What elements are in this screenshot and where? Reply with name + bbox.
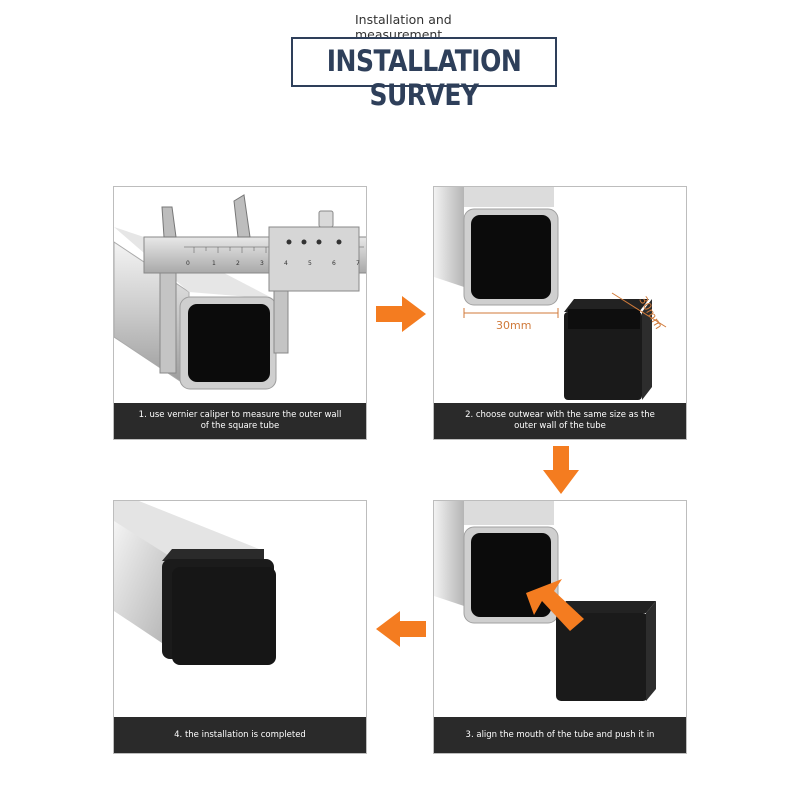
push-arrow-icon xyxy=(526,579,584,631)
arrow-down-icon xyxy=(543,446,579,494)
width-dimension-label: 30mm xyxy=(496,319,531,332)
step-4-panel: 4. the installation is completed xyxy=(113,500,367,754)
arrow-right-icon xyxy=(376,296,426,332)
page-title: INSTALLATION SURVEY xyxy=(326,43,522,113)
arrow-left-icon xyxy=(376,611,426,647)
step-1-caption-bar: 1. use vernier caliper to measure the ou… xyxy=(114,403,366,439)
step-2-caption: 2. choose outwear with the same size as … xyxy=(465,410,655,431)
step-3-caption: 3. align the mouth of the tube and push … xyxy=(465,729,655,740)
caliper-tick-6: 6 xyxy=(332,260,336,267)
caliper-tick-1: 1 xyxy=(212,260,216,267)
step-2-caption-bar: 2. choose outwear with the same size as … xyxy=(434,403,686,439)
step-4-caption-bar: 4. the installation is completed xyxy=(114,717,366,753)
step-3-panel: 3. align the mouth of the tube and push … xyxy=(433,500,687,754)
caliper-tick-3: 3 xyxy=(260,260,264,267)
push-cap-illustration xyxy=(434,501,656,701)
caliper-measure-illustration: 0 1 2 3 4 5 6 7 xyxy=(114,194,366,390)
caliper-tick-0: 0 xyxy=(186,260,190,267)
caliper-tick-4: 4 xyxy=(284,260,288,267)
step-4-caption: 4. the installation is completed xyxy=(174,729,306,740)
caliper-tick-5: 5 xyxy=(308,260,312,267)
step-1-caption: 1. use vernier caliper to measure the ou… xyxy=(138,410,342,431)
title-box: INSTALLATION SURVEY xyxy=(291,37,557,112)
step-2-panel: 30mm 30mm 2. choose outwear with the sam… xyxy=(433,186,687,440)
installed-cap-illustration xyxy=(114,501,276,665)
caliper-tick-2: 2 xyxy=(236,260,240,267)
step-3-caption-bar: 3. align the mouth of the tube and push … xyxy=(434,717,686,753)
caliper-tick-7: 7 xyxy=(356,260,360,267)
choose-cap-illustration: 30mm 30mm xyxy=(434,187,667,400)
step-1-panel: 0 1 2 3 4 5 6 7 1. use vernier caliper t… xyxy=(113,186,367,440)
